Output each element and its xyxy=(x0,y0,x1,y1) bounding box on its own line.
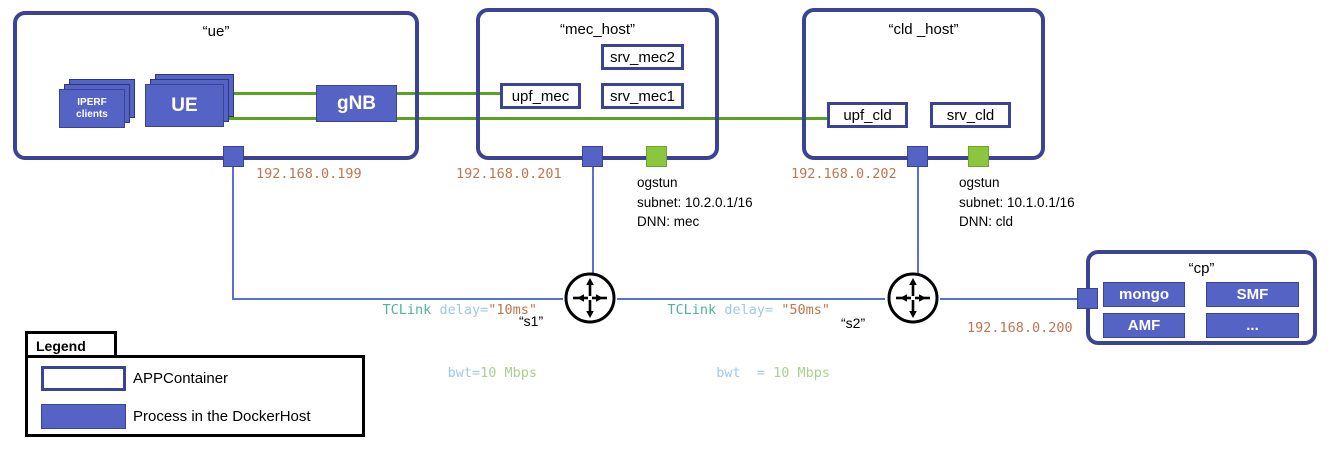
host-mec-title: “mec_host” xyxy=(559,21,636,38)
legend-swatch-appcontainer xyxy=(41,366,126,391)
ip-label-cp: 192.168.0.200 xyxy=(967,320,1073,336)
tclink-s1-line2: bwt=10 Mbps xyxy=(355,363,537,384)
container-srv-mec1[interactable]: srv_mec1 xyxy=(601,83,684,109)
process-gnb[interactable]: gNB xyxy=(316,85,397,122)
container-upf-cld[interactable]: upf_cld xyxy=(827,102,908,128)
host-cld[interactable]: “cld _host” xyxy=(802,8,1045,160)
container-upf-mec[interactable]: upf_mec xyxy=(500,83,581,109)
tclink-s2-kw: TCLink xyxy=(667,301,725,318)
interface-ogstun-cld[interactable] xyxy=(968,146,989,167)
blue-link-ue-down xyxy=(232,160,234,299)
tclink-s1-line1: TCLink delay="10ms" xyxy=(355,300,537,321)
legend-label-appcontainer: APPContainer xyxy=(133,370,229,387)
process-amf[interactable]: AMF xyxy=(1103,313,1185,338)
host-ue-title: “ue” xyxy=(202,23,230,40)
ogstun-mec-name: ogstun xyxy=(637,175,678,190)
interface-mec[interactable] xyxy=(582,146,603,167)
tclink-s1-bwt-num: 10 Mbps xyxy=(480,364,537,381)
legend-title-tab: Legend xyxy=(25,331,117,357)
tclink-s1-kw: TCLink xyxy=(382,301,440,318)
tclink-s2-key: delay= xyxy=(724,301,782,318)
process-iperf-clients[interactable]: IPERF clients xyxy=(59,89,125,128)
host-cp-title: “cp” xyxy=(1188,260,1215,277)
switch-s1-icon[interactable] xyxy=(563,271,617,325)
tclink-s1-key: delay= xyxy=(439,301,489,318)
ogstun-cld-annotation: ogstun subnet: 10.1.0.1/16 DNN: cld xyxy=(959,173,1075,232)
interface-cp[interactable] xyxy=(1077,288,1098,309)
container-srv-mec2[interactable]: srv_mec2 xyxy=(601,44,684,70)
switch-s2-label: “s2” xyxy=(841,315,866,331)
interface-ogstun-mec[interactable] xyxy=(646,146,667,167)
ip-label-cld: 192.168.0.202 xyxy=(791,166,897,182)
ip-label-mec: 192.168.0.201 xyxy=(456,166,562,182)
switch-s1-label: “s1” xyxy=(519,313,544,329)
blue-link-cld-down xyxy=(917,160,919,273)
process-mongo[interactable]: mongo xyxy=(1103,282,1185,307)
tclink-s1-bwt-key: bwt= xyxy=(447,364,481,381)
tclink-s1-label: TCLink delay="10ms" bwt=10 Mbps xyxy=(355,258,537,425)
blue-link-s2-cp xyxy=(940,298,1086,300)
host-cld-title: “cld _host” xyxy=(888,21,959,38)
blue-link-s1-s2 xyxy=(617,298,885,300)
process-ue[interactable]: UE xyxy=(145,84,224,127)
tclink-s2-label: TCLink delay= "50ms" bwt = 10 Mbps xyxy=(628,258,830,425)
router-icon xyxy=(887,272,939,324)
ogstun-cld-subnet: subnet: 10.1.0.1/16 xyxy=(959,194,1075,210)
tclink-s2-val: "50ms" xyxy=(781,301,830,318)
router-icon xyxy=(564,272,616,324)
ogstun-cld-dnn: DNN: cld xyxy=(959,214,1014,230)
ogstun-mec-annotation: ogstun subnet: 10.2.0.1/16 DNN: mec xyxy=(637,173,753,232)
container-srv-cld[interactable]: srv_cld xyxy=(930,102,1011,128)
host-ue[interactable]: “ue” xyxy=(13,11,419,160)
ip-label-ue: 192.168.0.199 xyxy=(256,166,362,182)
tclink-s2-bwt-num: 10 Mbps xyxy=(773,364,830,381)
process-smf[interactable]: SMF xyxy=(1206,282,1299,307)
legend-label-process: Process in the DockerHost xyxy=(133,408,311,425)
tclink-s2-line2: bwt = 10 Mbps xyxy=(628,363,830,384)
tclink-s2-line1: TCLink delay= "50ms" xyxy=(628,300,830,321)
blue-link-mec-down xyxy=(592,160,594,273)
interface-ue[interactable] xyxy=(223,146,244,167)
ogstun-mec-dnn: DNN: mec xyxy=(637,214,700,230)
tclink-s1-val: "10ms" xyxy=(488,301,537,318)
interface-cld[interactable] xyxy=(907,146,928,167)
ogstun-cld-name: ogstun xyxy=(959,175,1000,190)
legend-title: Legend xyxy=(36,337,86,354)
switch-s2-icon[interactable] xyxy=(886,271,940,325)
blue-link-ue-to-s1 xyxy=(232,298,563,300)
ogstun-mec-subnet: subnet: 10.2.0.1/16 xyxy=(637,194,753,210)
tclink-s2-bwt-key: bwt = xyxy=(716,364,774,381)
green-link-ue-upfcld xyxy=(196,117,830,120)
legend-swatch-process xyxy=(41,404,126,429)
process-more[interactable]: ... xyxy=(1206,313,1299,338)
